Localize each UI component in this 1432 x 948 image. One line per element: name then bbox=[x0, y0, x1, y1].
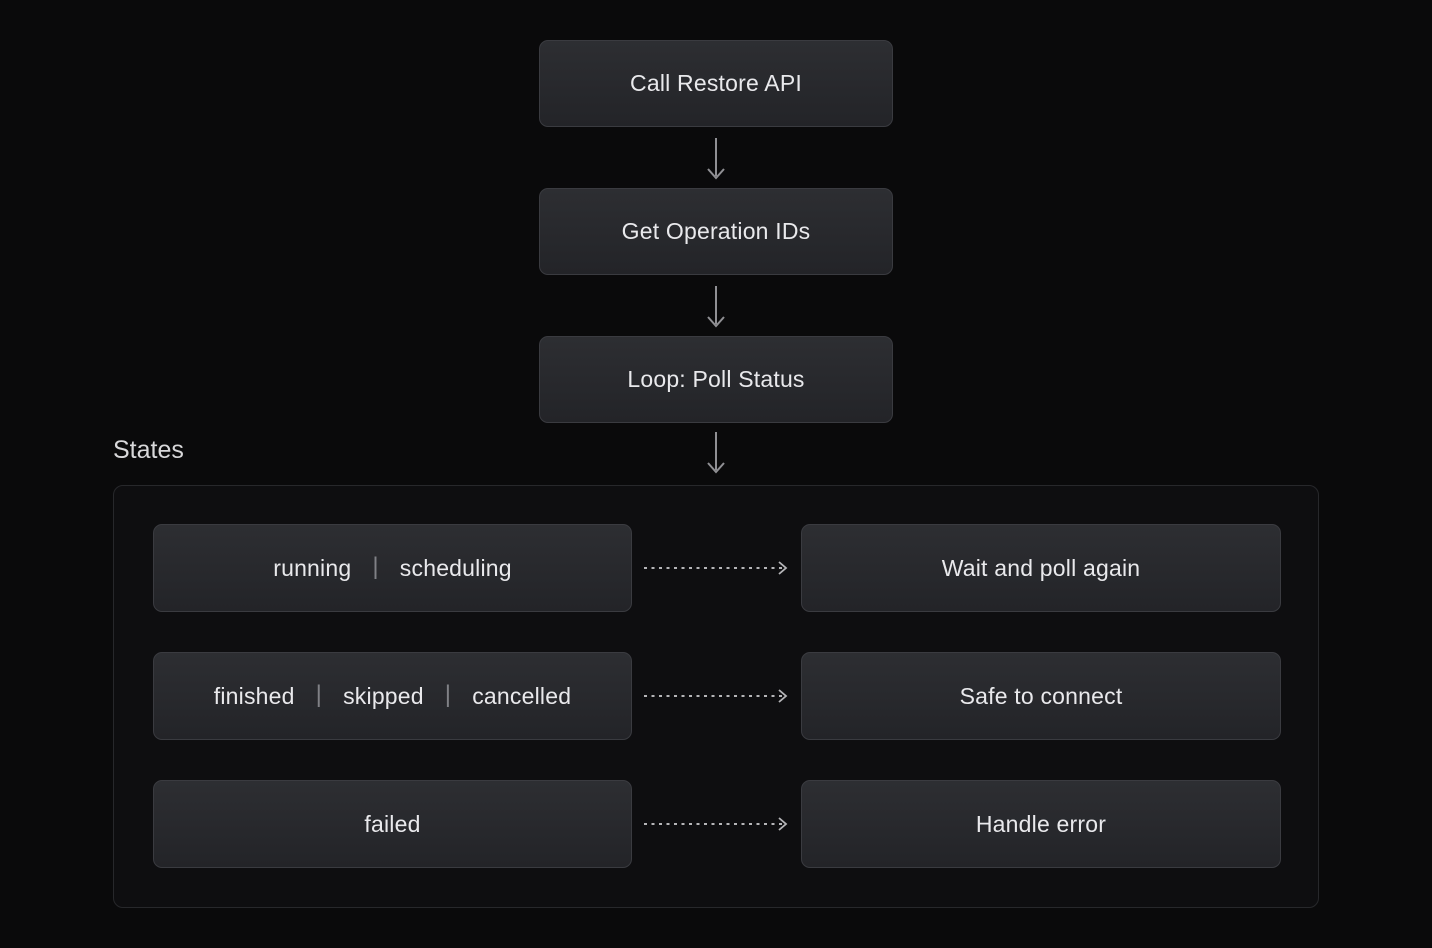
state-label: scheduling bbox=[399, 554, 512, 581]
arrow-down-icon bbox=[707, 286, 725, 328]
action-label: Handle error bbox=[975, 810, 1107, 837]
dashed-arrow-right-icon bbox=[644, 689, 788, 703]
state-node-finished-skipped-cancelled: finished | skipped | cancelled bbox=[153, 652, 632, 740]
pipe-separator: | bbox=[315, 681, 323, 708]
state-label: cancelled bbox=[472, 682, 572, 709]
arrow-down-icon bbox=[707, 138, 725, 180]
dashed-arrow-right-icon bbox=[644, 817, 788, 831]
flow-step-label: Call Restore API bbox=[630, 70, 802, 96]
dashed-arrow-right-icon bbox=[644, 561, 788, 575]
state-label: failed bbox=[364, 810, 421, 837]
arrow-down-icon bbox=[707, 432, 725, 474]
action-node-wait-and-poll-again: Wait and poll again bbox=[801, 524, 1281, 612]
state-label: finished bbox=[213, 682, 295, 709]
action-node-handle-error: Handle error bbox=[801, 780, 1281, 868]
states-section-title: States bbox=[113, 436, 184, 464]
pipe-separator: | bbox=[444, 681, 452, 708]
state-node-failed: failed bbox=[153, 780, 632, 868]
flow-step-get-operation-ids: Get Operation IDs bbox=[539, 188, 893, 275]
state-node-running-scheduling: running | scheduling bbox=[153, 524, 632, 612]
pipe-separator: | bbox=[372, 553, 379, 580]
action-label: Wait and poll again bbox=[941, 554, 1141, 581]
state-label: running bbox=[273, 554, 352, 581]
action-label: Safe to connect bbox=[959, 682, 1123, 709]
flow-step-call-restore-api: Call Restore API bbox=[539, 40, 893, 127]
flow-step-label: Loop: Poll Status bbox=[627, 366, 805, 392]
state-label: skipped bbox=[343, 682, 424, 709]
flow-step-label: Get Operation IDs bbox=[621, 218, 811, 244]
flow-step-loop-poll-status: Loop: Poll Status bbox=[539, 336, 893, 423]
action-node-safe-to-connect: Safe to connect bbox=[801, 652, 1281, 740]
states-container: running | scheduling Wait and poll again… bbox=[113, 485, 1319, 908]
